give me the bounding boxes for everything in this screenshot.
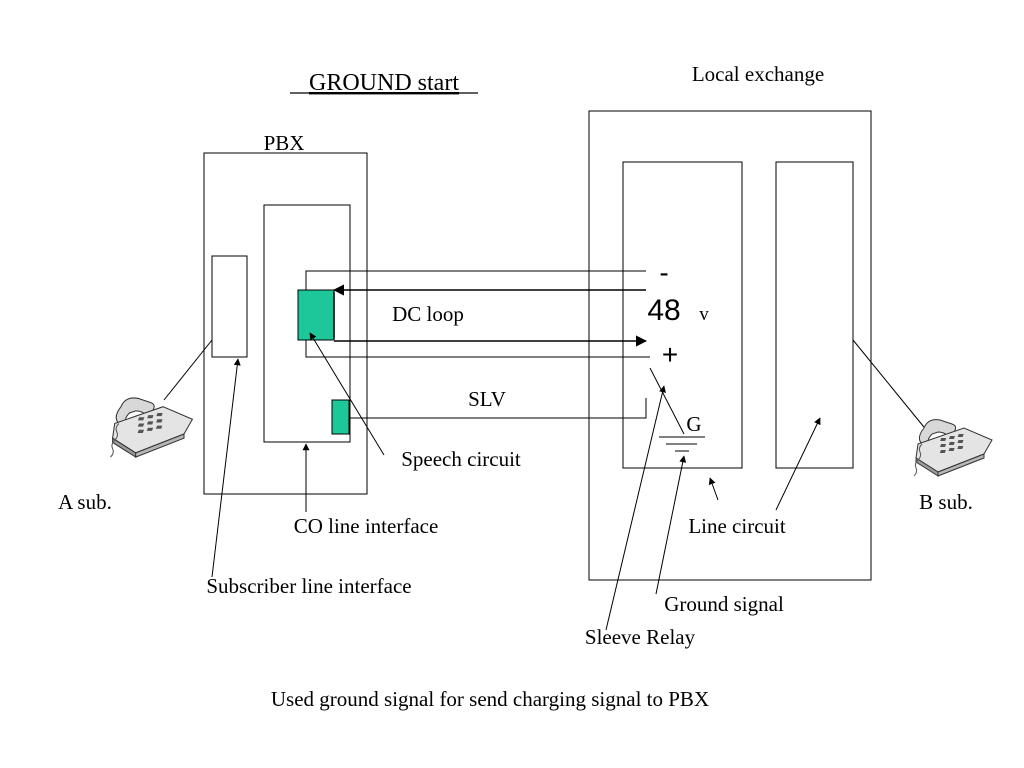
b-sub-label: B sub.: [919, 490, 973, 514]
ground-signal-label: Ground signal: [664, 592, 784, 616]
diagram-title: GROUND start: [309, 70, 459, 96]
pbx-box: [203, 152, 368, 495]
voltage-value: 48: [647, 294, 680, 327]
a-sub-label: A sub.: [58, 490, 112, 514]
b-sub-phone-icon: [913, 419, 993, 477]
voltage-unit: v: [699, 304, 709, 325]
ground-signal-pointer: [655, 455, 687, 595]
footer-caption: Used ground signal for send charging sig…: [271, 687, 709, 711]
co-line-interface-label: CO line interface: [294, 514, 439, 538]
plus-sign: +: [662, 339, 678, 370]
pbx-label: PBX: [264, 131, 305, 155]
co-line-interface-box: [263, 204, 351, 443]
sleeve-relay-label: Sleeve Relay: [585, 625, 696, 649]
line-circuit-box: [622, 161, 743, 469]
speech-circuit-box: [297, 289, 335, 341]
subscriber-line-interface-pointer: [211, 358, 241, 578]
slv-wire: [349, 398, 647, 419]
b-sub-line: [852, 339, 929, 433]
b-circuit-pointer: [775, 417, 821, 511]
a-sub-phone-icon: [109, 397, 193, 458]
speech-circuit-pointer: [309, 332, 385, 456]
a-sub-line: [163, 339, 213, 401]
subscriber-line-interface-label: Subscriber line interface: [206, 574, 411, 598]
ground-g-label: G: [686, 412, 701, 436]
plus-wire: [305, 340, 650, 358]
slv-label: SLV: [468, 387, 506, 411]
subscriber-line-interface-box: [211, 255, 248, 358]
b-side-circuit-box: [775, 161, 854, 469]
minus-wire: [305, 270, 646, 290]
line-circuit-pointer: [708, 477, 719, 501]
local-exchange-label: Local exchange: [692, 62, 824, 86]
minus-sign: -: [659, 257, 668, 288]
sleeve-relay-pointer: [605, 385, 666, 631]
local-exchange-box: [588, 110, 872, 581]
sleeve-relay-switch: [649, 367, 685, 435]
slv-box: [331, 399, 350, 435]
dc-loop-label: DC loop: [392, 302, 464, 326]
line-circuit-label: Line circuit: [688, 514, 786, 538]
speech-circuit-label: Speech circuit: [401, 447, 521, 471]
